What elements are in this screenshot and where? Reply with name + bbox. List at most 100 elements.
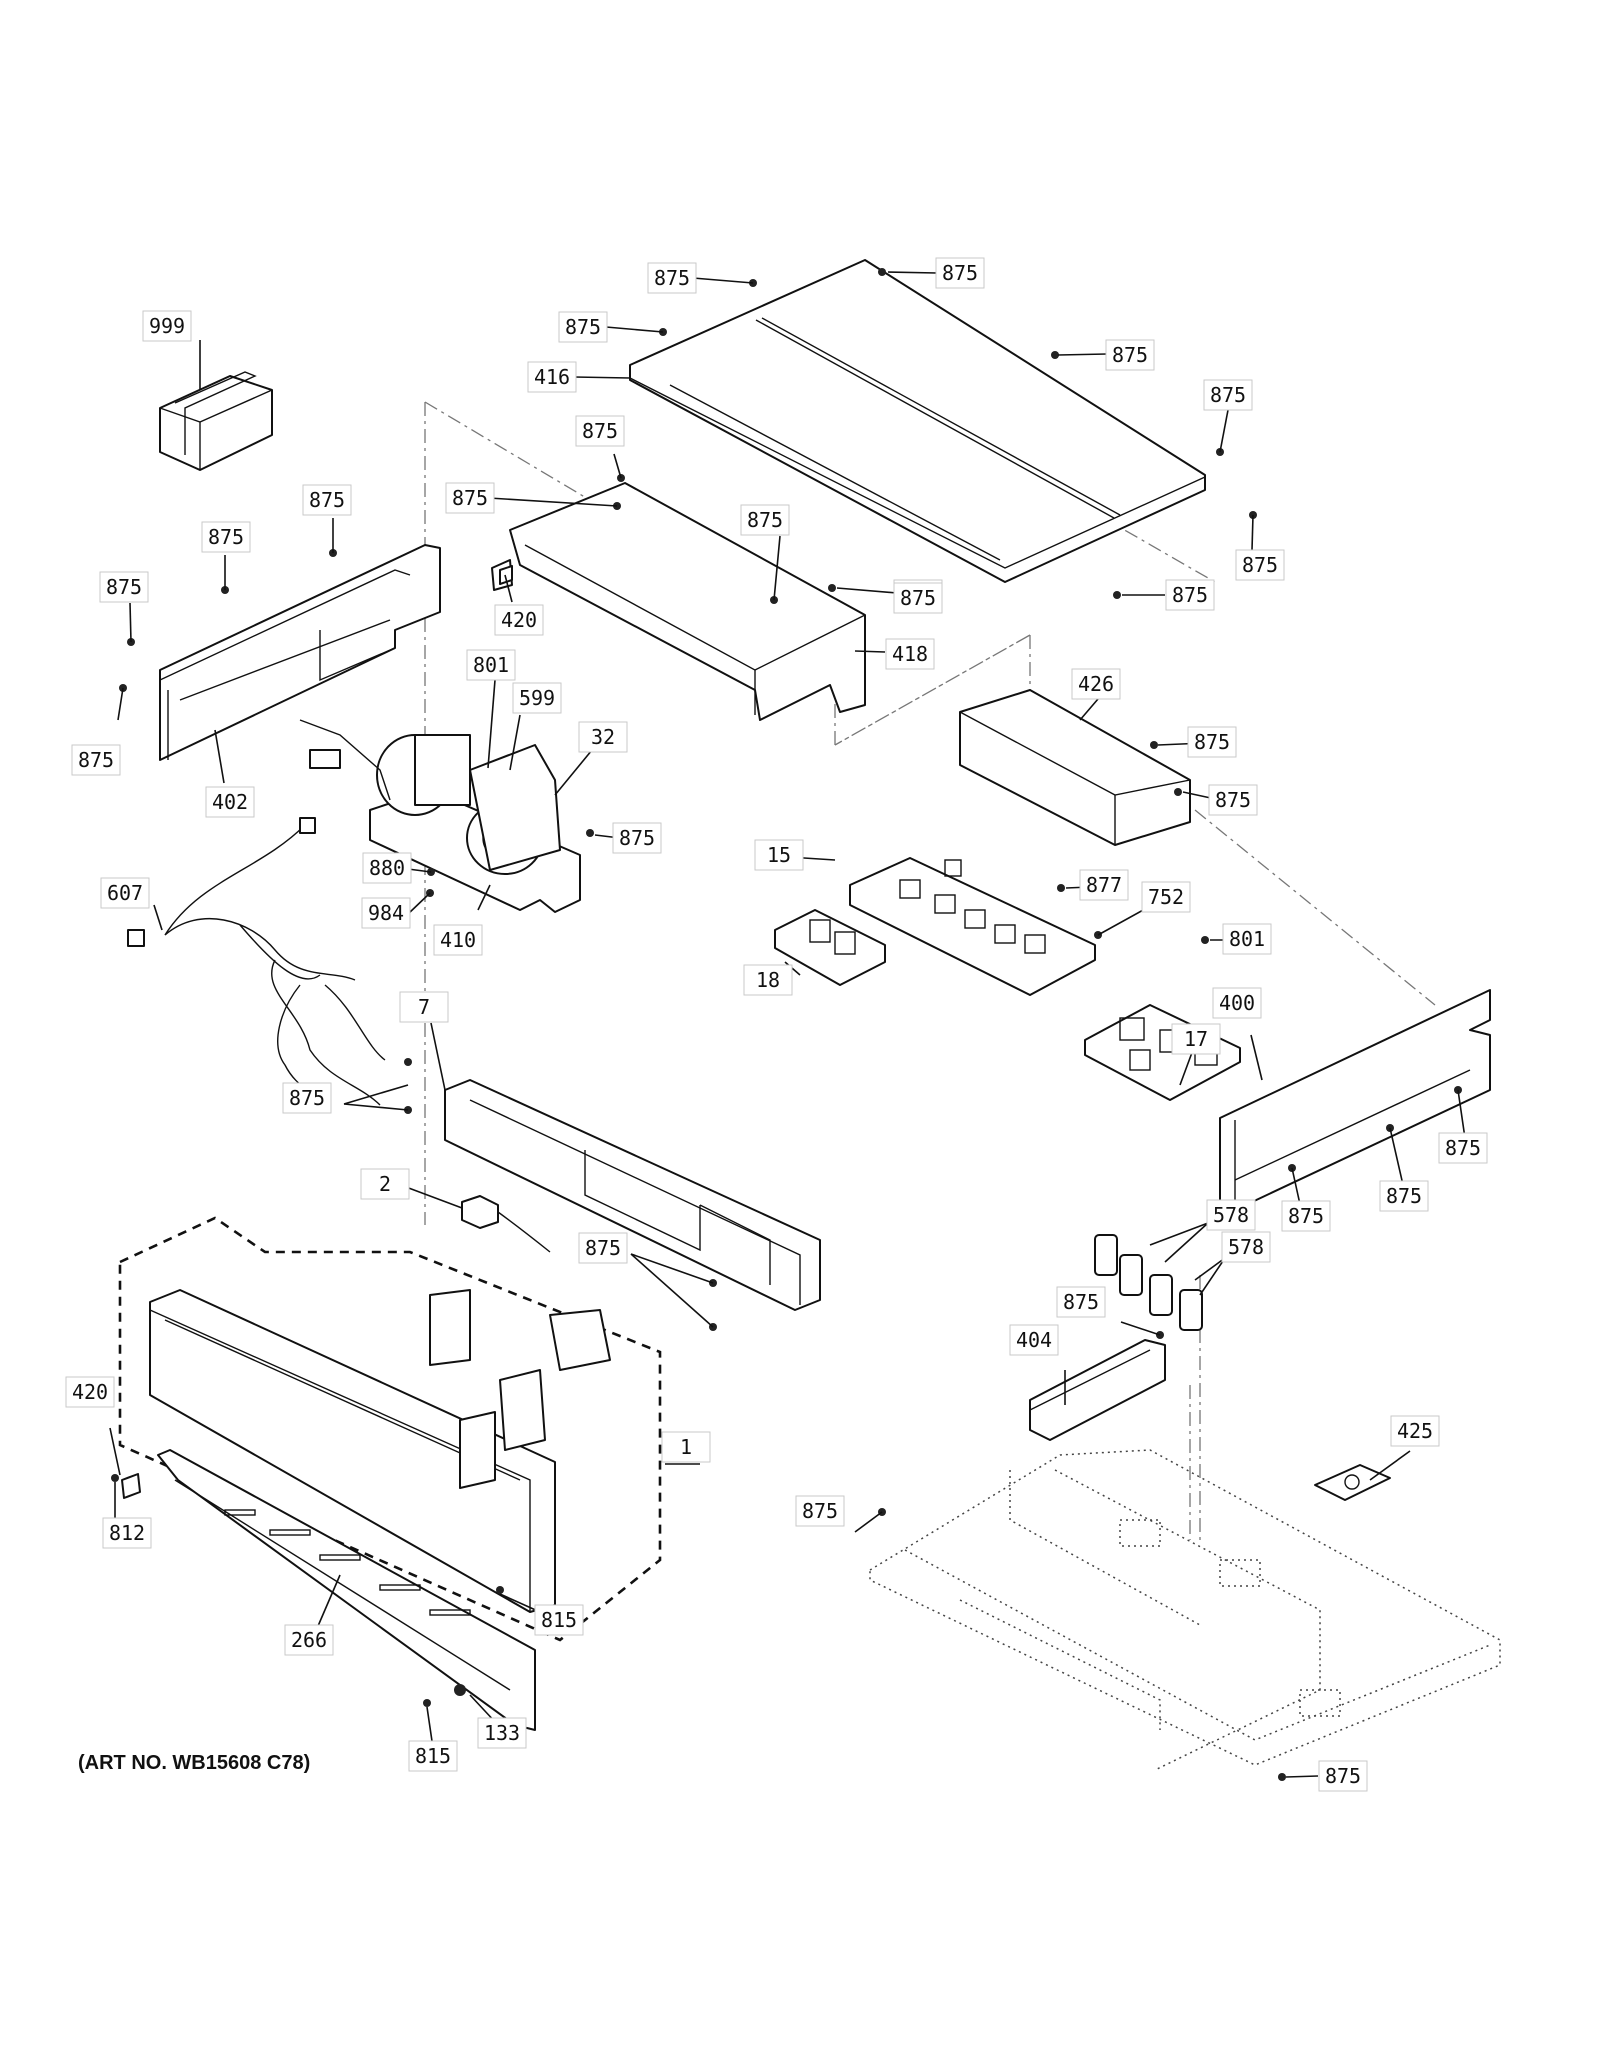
svg-text:875: 875 xyxy=(747,508,783,532)
callout-875: 875 xyxy=(99,571,149,603)
callout-402: 402 xyxy=(205,786,255,818)
svg-text:875: 875 xyxy=(452,486,488,510)
svg-text:875: 875 xyxy=(1215,788,1251,812)
callout-420: 420 xyxy=(494,604,544,636)
svg-text:875: 875 xyxy=(1063,1290,1099,1314)
callout-400: 400 xyxy=(1212,987,1262,1019)
part-402-side-panel xyxy=(159,544,441,761)
svg-text:875: 875 xyxy=(78,748,114,772)
svg-text:875: 875 xyxy=(900,586,936,610)
svg-text:875: 875 xyxy=(106,575,142,599)
callout-875: 875 xyxy=(282,1082,332,1114)
callout-875: 875 xyxy=(612,822,662,854)
svg-text:801: 801 xyxy=(1229,927,1265,951)
svg-text:875: 875 xyxy=(1288,1204,1324,1228)
callout-875: 875 xyxy=(71,744,121,776)
callout-875: 875 xyxy=(1165,579,1215,611)
svg-text:17: 17 xyxy=(1184,1027,1208,1051)
svg-text:875: 875 xyxy=(565,315,601,339)
callout-875: 875 xyxy=(1187,726,1237,758)
callout-875: 875 xyxy=(445,482,495,514)
callout-2: 2 xyxy=(360,1168,410,1200)
callout-418: 418 xyxy=(885,638,935,670)
svg-text:875: 875 xyxy=(309,488,345,512)
svg-text:752: 752 xyxy=(1148,885,1184,909)
part-426-box xyxy=(959,689,1191,846)
svg-text:875: 875 xyxy=(1112,343,1148,367)
callout-801: 801 xyxy=(466,649,516,681)
part-266-trim xyxy=(157,1449,536,1731)
callout-875: 875 xyxy=(1318,1760,1368,1792)
callout-266: 266 xyxy=(284,1624,334,1656)
svg-text:133: 133 xyxy=(484,1721,520,1745)
callout-875: 875 xyxy=(1208,784,1258,816)
svg-text:875: 875 xyxy=(654,266,690,290)
part-416-top-panel xyxy=(629,259,1206,583)
chassis-base xyxy=(869,1449,1501,1771)
callout-815: 815 xyxy=(408,1740,458,1772)
part-420-clips xyxy=(121,565,513,1499)
callout-875: 875 xyxy=(1056,1286,1106,1318)
part-2-sensor xyxy=(461,1195,551,1253)
svg-text:801: 801 xyxy=(473,653,509,677)
callout-599: 599 xyxy=(512,682,562,714)
svg-text:875: 875 xyxy=(1325,1764,1361,1788)
svg-text:984: 984 xyxy=(368,901,404,925)
callout-815: 815 xyxy=(534,1604,584,1636)
callout-875: 875 xyxy=(647,262,697,294)
callout-133: 133 xyxy=(477,1717,527,1749)
callout-752: 752 xyxy=(1141,881,1191,913)
part-578-capacitors xyxy=(1094,1234,1203,1331)
part-7-bracket xyxy=(444,1079,821,1311)
callout-607: 607 xyxy=(100,877,150,909)
callout-875: 875 xyxy=(575,415,625,447)
callout-875: 875 xyxy=(1438,1132,1488,1164)
callout-425: 425 xyxy=(1390,1415,1440,1447)
callout-812: 812 xyxy=(102,1517,152,1549)
callout-labels: 875 875 875 416 875 875 999 875 875 875 … xyxy=(65,257,1488,1792)
part-18-board xyxy=(774,909,886,986)
callout-875: 875 xyxy=(1203,379,1253,411)
callout-875: 875 xyxy=(1105,339,1155,371)
svg-text:15: 15 xyxy=(767,843,791,867)
callout-875: 875 xyxy=(893,582,943,614)
callout-877: 877 xyxy=(1079,869,1129,901)
svg-text:1: 1 xyxy=(680,1435,692,1459)
svg-text:578: 578 xyxy=(1213,1203,1249,1227)
part-607-wire-harness xyxy=(127,817,386,1106)
callout-875: 875 xyxy=(578,1232,628,1264)
svg-text:875: 875 xyxy=(289,1086,325,1110)
svg-text:999: 999 xyxy=(149,314,185,338)
callout-880: 880 xyxy=(362,852,412,884)
svg-text:875: 875 xyxy=(208,525,244,549)
callout-875: 875 xyxy=(1379,1180,1429,1212)
callout-32: 32 xyxy=(578,721,628,753)
svg-text:607: 607 xyxy=(107,881,143,905)
svg-text:875: 875 xyxy=(619,826,655,850)
svg-text:2: 2 xyxy=(379,1172,391,1196)
svg-text:410: 410 xyxy=(440,928,476,952)
callout-410: 410 xyxy=(433,924,483,956)
part-1-control-panel-group xyxy=(118,1216,662,1642)
callout-875: 875 xyxy=(201,521,251,553)
svg-text:578: 578 xyxy=(1228,1235,1264,1259)
part-999-carton xyxy=(159,371,273,471)
svg-text:875: 875 xyxy=(582,419,618,443)
svg-text:875: 875 xyxy=(1210,383,1246,407)
callout-426: 426 xyxy=(1071,668,1121,700)
part-15-main-board xyxy=(849,857,1096,996)
svg-text:875: 875 xyxy=(1194,730,1230,754)
callout-875: 875 xyxy=(740,504,790,536)
svg-text:812: 812 xyxy=(109,1521,145,1545)
svg-text:875: 875 xyxy=(1242,553,1278,577)
svg-text:815: 815 xyxy=(415,1744,451,1768)
callout-984: 984 xyxy=(361,897,411,929)
callout-999: 999 xyxy=(142,310,192,342)
part-400-side-panel xyxy=(1219,989,1491,1211)
callout-578: 578 xyxy=(1221,1231,1271,1263)
part-32-blower xyxy=(299,719,581,913)
svg-text:875: 875 xyxy=(802,1499,838,1523)
callout-801: 801 xyxy=(1222,923,1272,955)
svg-text:875: 875 xyxy=(1445,1136,1481,1160)
